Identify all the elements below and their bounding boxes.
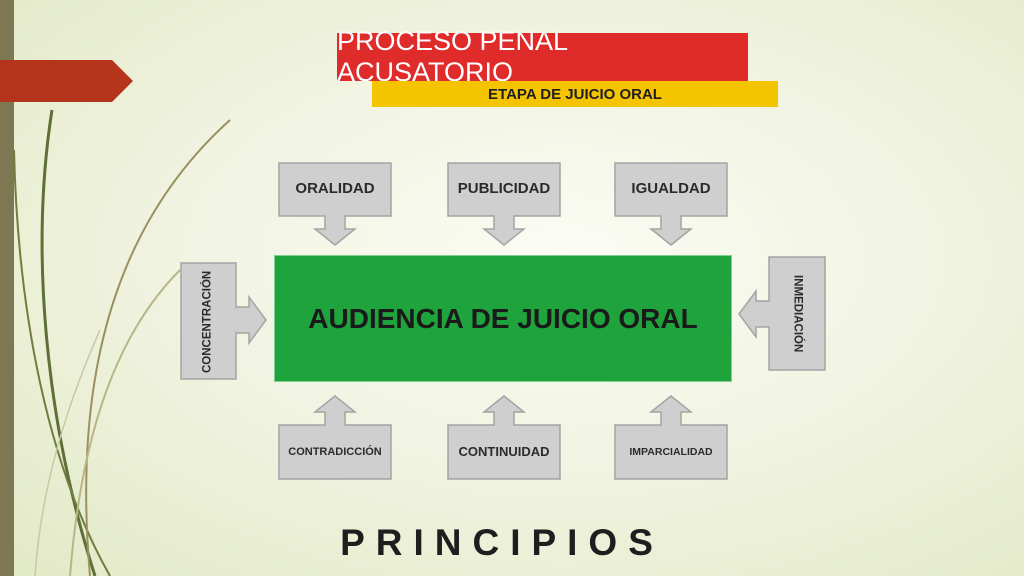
principle-publicidad: PUBLICIDAD	[457, 180, 551, 198]
up-arrow-callout	[278, 395, 392, 480]
principle-contradiccion: CONTRADICCIÓN	[288, 445, 382, 458]
left-arrow-callout	[738, 256, 826, 371]
footer-title: PRINCIPIOS	[340, 522, 664, 563]
principle-igualdad: IGUALDAD	[631, 180, 711, 198]
down-arrow-callout	[614, 162, 728, 246]
principle-continuidad: CONTINUIDAD	[458, 443, 550, 459]
right-arrow-callout	[180, 262, 267, 380]
down-arrow-callout	[278, 162, 392, 246]
principle-imparcialidad: IMPARCIALIDAD	[629, 445, 713, 458]
central-hearing-box: AUDIENCIA DE JUICIO ORAL	[274, 255, 732, 382]
down-arrow-callout	[447, 162, 561, 246]
up-arrow-callout	[447, 395, 561, 480]
principle-inmediacion: INMEDIACIÓN	[791, 275, 804, 353]
principle-concentracion: CONCENTRACIÓN	[201, 270, 214, 373]
principle-oralidad: ORALIDAD	[295, 180, 375, 198]
subtitle: ETAPA DE JUICIO ORAL	[372, 81, 778, 107]
side-bar	[0, 0, 14, 576]
up-arrow-callout	[614, 395, 728, 480]
